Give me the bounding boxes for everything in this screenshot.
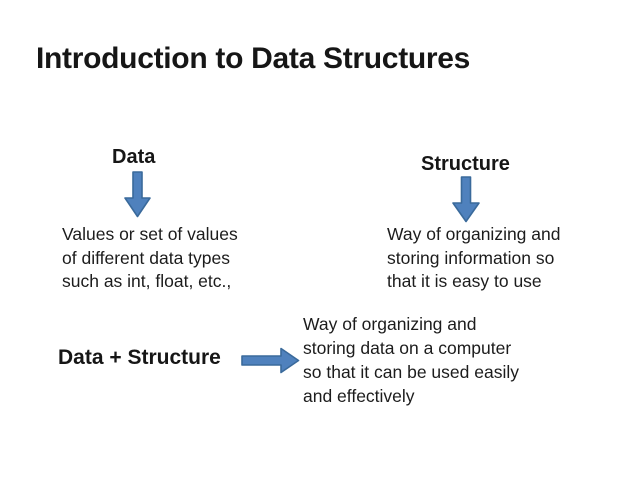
description-line: Way of organizing and	[387, 224, 561, 244]
description-line: so that it can be used easily	[303, 362, 519, 382]
description-line: Way of organizing and	[303, 314, 477, 334]
description-line: storing information so	[387, 247, 555, 268]
structure-down-arrow-icon	[452, 176, 480, 223]
description-line: and effectively	[303, 386, 415, 406]
description-line: such as int, float, etc.,	[62, 271, 232, 291]
description-line: storing data on a computer	[303, 338, 512, 358]
structure-heading: Structure	[421, 153, 510, 175]
page-title: Introduction to Data Structures	[36, 42, 471, 75]
description-line: Values or set of values	[62, 224, 238, 244]
data-description: Values or set of values of different dat…	[62, 223, 238, 294]
data-heading: Data	[112, 146, 156, 168]
structure-description: Way of organizing and storing informatio…	[387, 223, 560, 294]
description-line: that it is easy to use	[387, 271, 542, 291]
data-down-arrow-icon	[124, 171, 151, 218]
description-line: of different data types	[62, 247, 230, 268]
combined-heading: Data + Structure	[58, 346, 221, 369]
combined-description: Way of organizing and storing data on a …	[303, 312, 519, 408]
combined-right-arrow-icon	[241, 347, 300, 374]
